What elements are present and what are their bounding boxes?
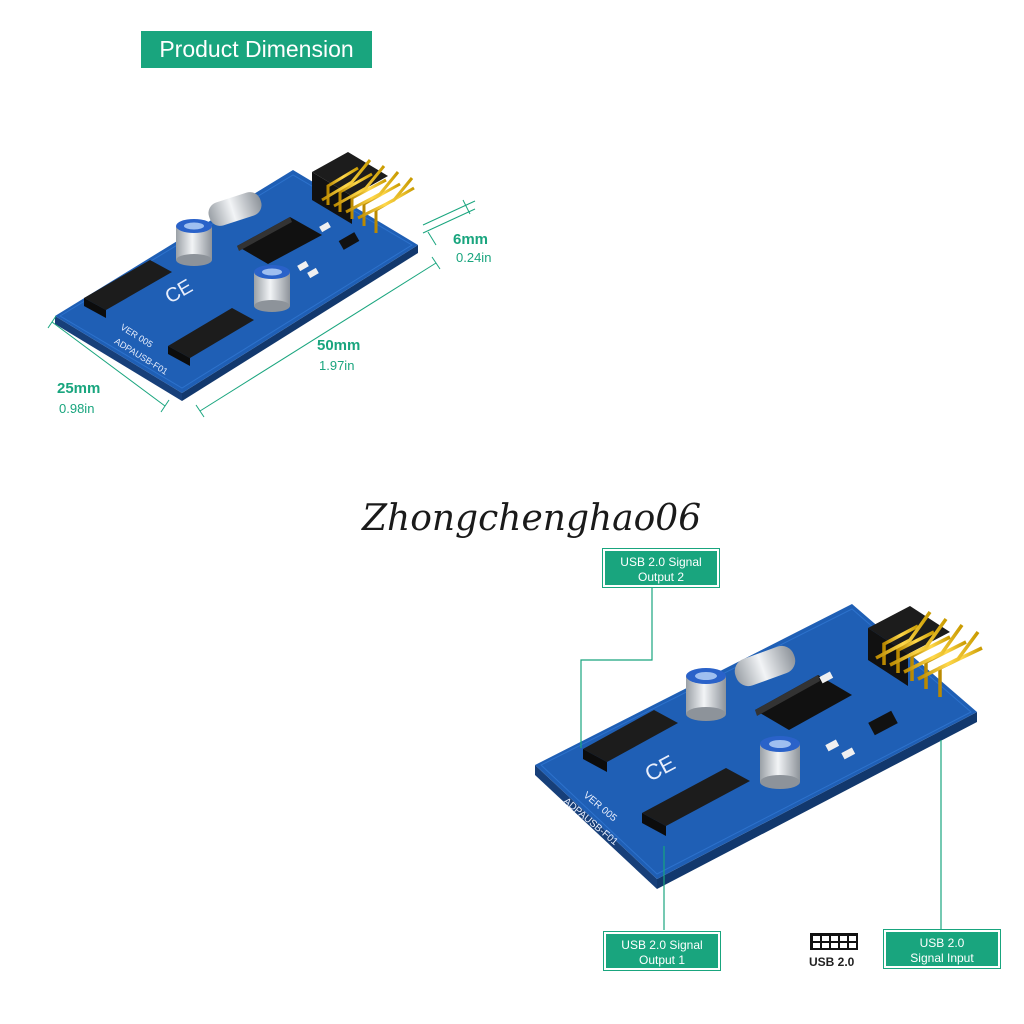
pin-header-j3-bottom (868, 606, 983, 697)
crystal-oscillator-top (208, 192, 262, 226)
callout-output-2-line2: Output 2 (637, 570, 685, 584)
ic-chip-top (237, 217, 322, 264)
dim-height-in: 0.24in (456, 250, 492, 265)
product-dimension-badge: Product Dimension (141, 31, 372, 68)
dim-length-mm: 50mm (317, 337, 361, 354)
callout-leader-lines (580, 587, 942, 930)
dim-height-mm: 6mm (453, 231, 489, 248)
pin-header-j2-bottom (583, 669, 678, 772)
usb-logo-icon (810, 933, 858, 950)
pin-header-j2-top (84, 216, 172, 318)
callout-output-1-line1: USB 2.0 Signal (621, 938, 703, 952)
callout-output-1: USB 2.0 Signal Output 1 (604, 932, 720, 970)
capacitor-bottom-1 (686, 668, 726, 721)
dim-width-in: 0.98in (59, 401, 95, 416)
crystal-oscillator-bottom (734, 645, 796, 687)
pin-header-j3-top (312, 152, 415, 233)
dim-length-in: 1.97in (319, 358, 355, 373)
callout-signal-input: USB 2.0 Signal Input (884, 930, 1000, 968)
callout-signal-input-line1: USB 2.0 (919, 936, 965, 950)
ic-chip-bottom (755, 675, 852, 730)
usb-logo-label: USB 2.0 (809, 955, 855, 969)
bottom-board: CE (535, 604, 983, 889)
callout-output-1-line2: Output 1 (638, 953, 686, 967)
capacitor-top-1 (176, 219, 212, 266)
callout-signal-input-line2: Signal Input (910, 951, 974, 965)
top-board: CE (55, 152, 418, 401)
dimension-lines (47, 199, 476, 418)
dim-width-mm: 25mm (57, 380, 101, 397)
watermark-text: Zhongchenghao06 (362, 498, 702, 539)
capacitor-top-2 (254, 265, 290, 312)
pin-header-j1-top (168, 262, 254, 366)
callout-output-2: USB 2.0 Signal Output 2 (603, 549, 719, 587)
pin-header-j1-bottom (642, 731, 750, 836)
capacitor-bottom-2 (760, 736, 800, 789)
callout-output-2-line1: USB 2.0 Signal (620, 555, 702, 569)
